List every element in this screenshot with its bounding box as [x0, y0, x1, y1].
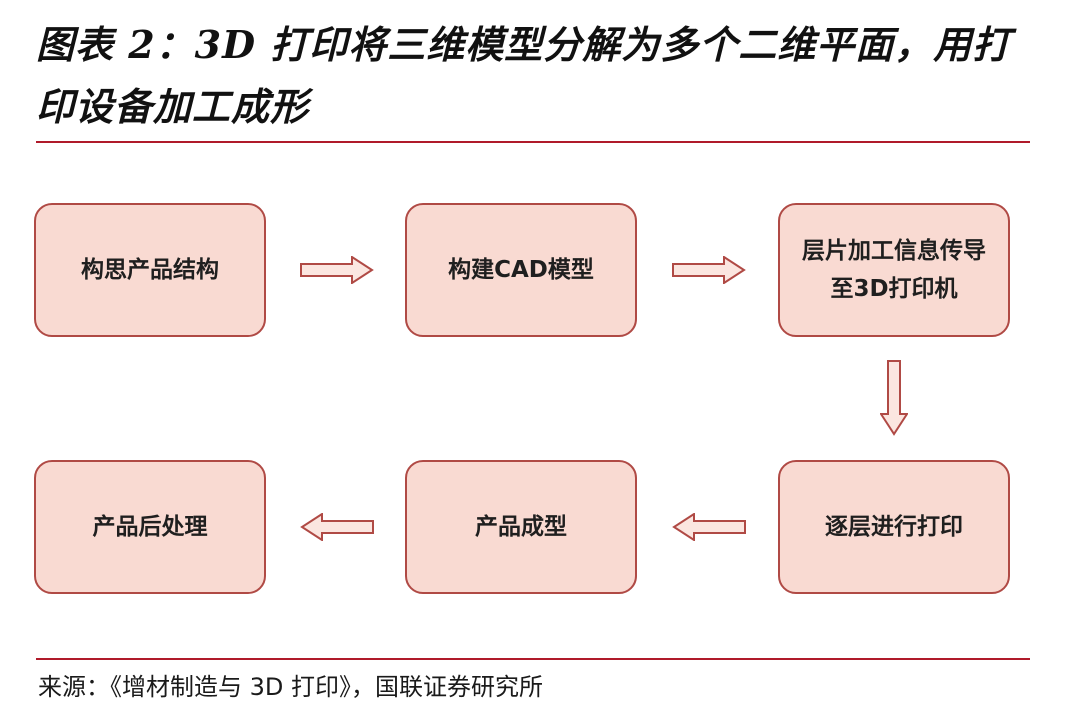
step-product-formed: 产品成型: [405, 460, 637, 594]
left-arrow-icon: [672, 513, 746, 541]
step-layer-printing: 逐层进行打印: [778, 460, 1010, 594]
right-arrow-icon: [672, 256, 746, 284]
left-arrow-icon: [300, 513, 374, 541]
step-label: 逐层进行打印: [825, 514, 963, 540]
source-note: 来源：《增材制造与 3D 打印》，国联证券研究所: [38, 673, 544, 701]
step-build-cad-model: 构建CAD模型: [405, 203, 637, 337]
step-label: 构建CAD模型: [448, 257, 594, 283]
step-label: 产品后处理: [92, 514, 208, 540]
step-label: 构思产品结构: [81, 257, 219, 283]
step-post-processing: 产品后处理: [34, 460, 266, 594]
title-divider: [36, 141, 1030, 143]
step-label: 层片加工信息传导至3D打印机: [802, 238, 986, 302]
step-transfer-to-printer: 层片加工信息传导至3D打印机: [778, 203, 1010, 337]
right-arrow-icon: [300, 256, 374, 284]
down-arrow-icon: [880, 360, 908, 436]
step-concept-structure: 构思产品结构: [34, 203, 266, 337]
figure-title: 图表 2：3D 打印将三维模型分解为多个二维平面，用打印设备加工成形: [36, 22, 1012, 129]
source-divider: [36, 658, 1030, 660]
step-label: 产品成型: [475, 514, 567, 540]
